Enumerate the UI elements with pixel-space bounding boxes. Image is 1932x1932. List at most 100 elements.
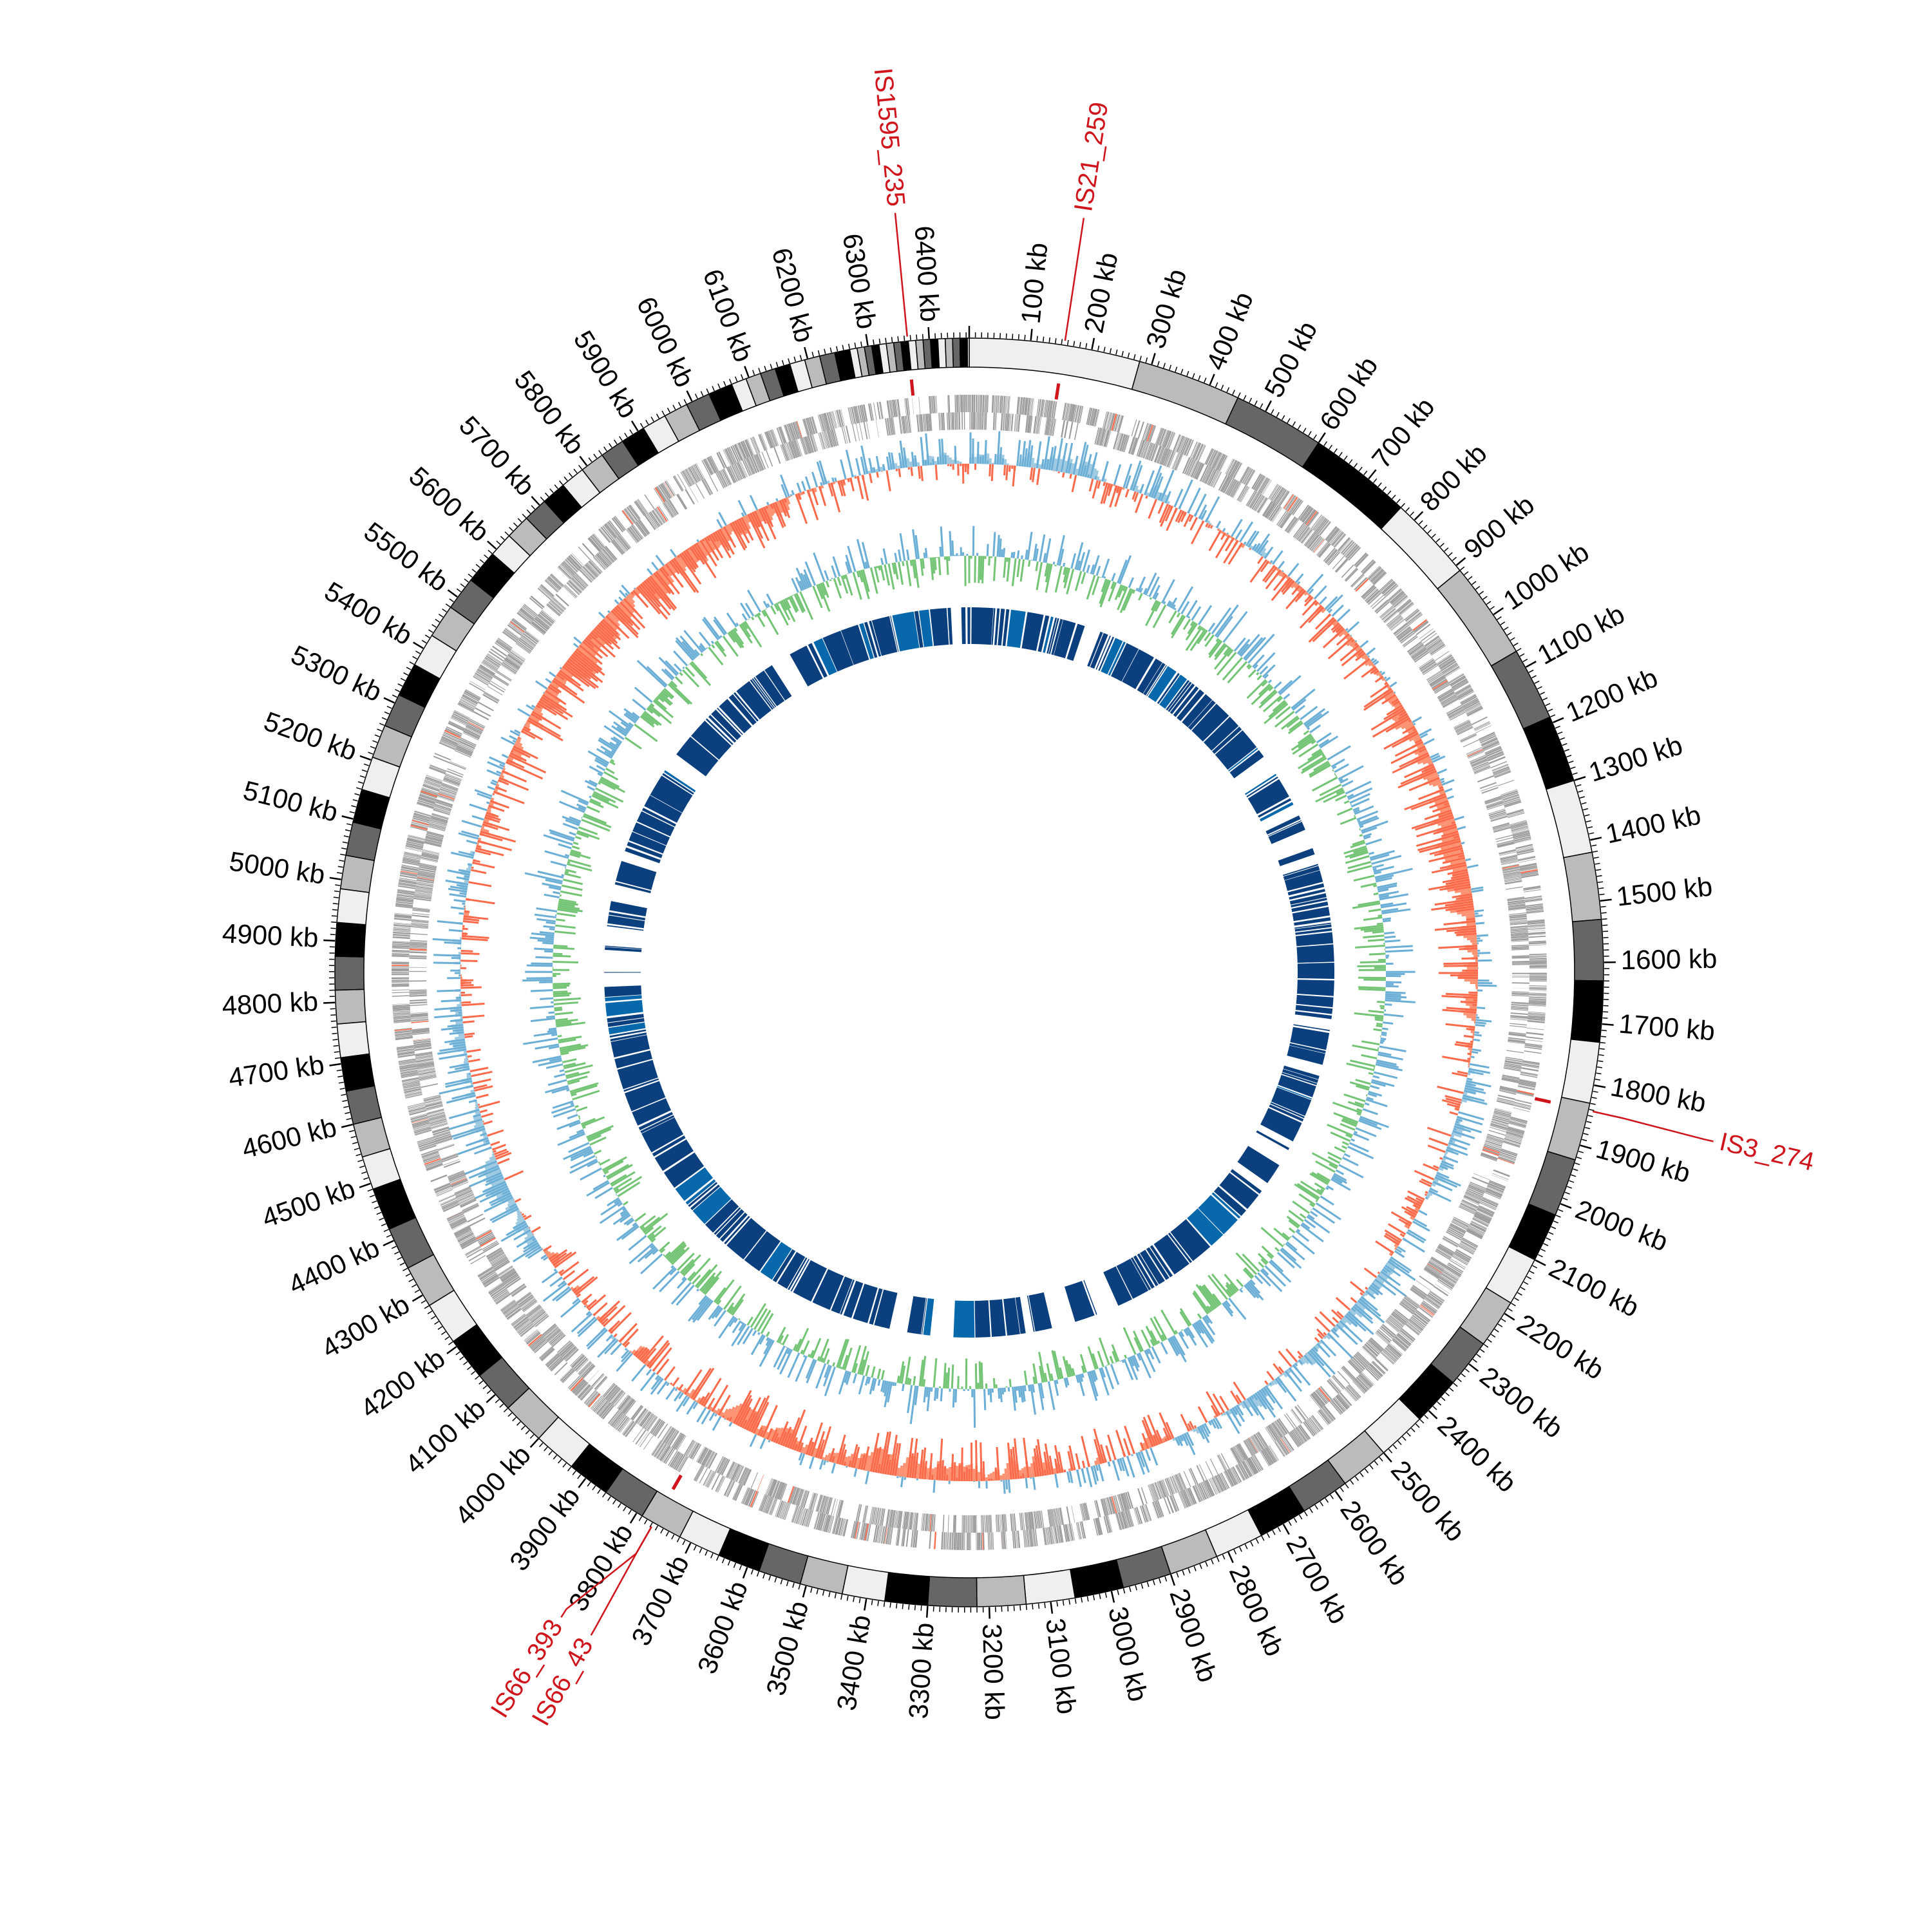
gc-skew-area: [1262, 552, 1267, 558]
gene-forward: [1334, 533, 1346, 548]
gene-forward: [1490, 761, 1508, 768]
gc-skew-bar: [1377, 1274, 1407, 1298]
gc-skew-area: [1472, 1033, 1475, 1036]
gc-skew-bar: [1142, 1416, 1157, 1446]
gc-skew-bar: [726, 1417, 730, 1421]
gc-skew-bar: [1463, 1094, 1485, 1102]
gene-forward: [1515, 844, 1533, 849]
gc-content-bar: [1341, 1145, 1348, 1150]
gc-content-bar: [1374, 1018, 1383, 1021]
gene-forward: [1323, 1406, 1335, 1421]
gc-skew-bar: [818, 486, 827, 506]
gc-content-bar: [1039, 1383, 1045, 1399]
gc-content-bar: [822, 1365, 833, 1387]
gc-skew-bar: [1442, 1009, 1477, 1014]
gc-skew-area: [1451, 1132, 1462, 1138]
gc-content-bar: [741, 623, 752, 638]
block-segment: [1256, 1130, 1290, 1150]
gc-skew-bar: [477, 840, 512, 851]
gc-skew-bar: [1456, 907, 1475, 913]
gc-content-bar: [614, 1188, 620, 1192]
gc-skew-bar: [1350, 634, 1352, 637]
gc-skew-bar: [783, 498, 787, 503]
gc-content-bar: [1150, 600, 1158, 611]
gc-skew-area: [459, 1001, 462, 1005]
gc-skew-bar: [1208, 1421, 1213, 1426]
gc-content-bar: [626, 1218, 635, 1226]
gc-content-bar: [1145, 1325, 1157, 1346]
gene-forward: [1452, 1255, 1468, 1265]
gene-forward: [1211, 451, 1220, 468]
gene-forward: [1339, 1392, 1352, 1406]
block-segment: [1278, 1074, 1316, 1097]
gc-content-bar: [902, 561, 905, 567]
gc-content-bar: [1091, 1370, 1097, 1382]
gene-forward: [1438, 656, 1454, 667]
gene-forward: [1260, 478, 1271, 495]
gc-skew-area: [1467, 949, 1478, 952]
gc-content-bar: [1299, 1213, 1307, 1219]
gc-skew-bar: [1251, 544, 1258, 551]
gc-content-bar: [957, 1376, 960, 1389]
gc-skew-area: [485, 1169, 502, 1178]
gene-forward: [1213, 452, 1222, 469]
gene-forward: [1009, 396, 1010, 414]
gene-forward: [1529, 989, 1547, 990]
gc-skew-bar: [1079, 444, 1089, 477]
gc-skew-area: [934, 460, 938, 465]
block-segment: [1229, 750, 1264, 779]
gc-content-bar: [609, 741, 620, 749]
gc-skew-area: [985, 1477, 988, 1481]
gc-content-bar: [1334, 1146, 1346, 1153]
gc-content-bar: [1320, 1195, 1334, 1206]
gc-content-bar: [1341, 1119, 1357, 1128]
gc-content-bar: [740, 1321, 743, 1324]
gc-skew-area: [515, 741, 523, 746]
gc-skew-area: [785, 497, 791, 505]
gc-skew-bar: [489, 756, 506, 766]
gc-skew-bar: [1431, 903, 1474, 911]
gc-content-bar: [551, 1086, 569, 1094]
gc-skew-bar: [542, 694, 567, 712]
gc-skew-bar: [1394, 691, 1396, 694]
gc-skew-area: [651, 574, 668, 594]
gene-forward: [1492, 765, 1509, 772]
gc-content-bar: [1300, 757, 1327, 774]
gene-forward: [1439, 1276, 1455, 1287]
gc-skew-area: [1426, 1194, 1431, 1198]
gc-skew-bar: [838, 1443, 846, 1465]
gc-content-bar: [735, 622, 739, 627]
gc-content-bar: [607, 1197, 620, 1207]
gc-content-bar: [1185, 623, 1198, 641]
gc-skew-area: [516, 1213, 523, 1219]
gc-skew-area: [611, 1336, 615, 1340]
gene-forward: [1368, 567, 1382, 581]
gene-forward: [1361, 559, 1374, 573]
gc-skew-area: [609, 611, 620, 623]
gc-content-bar: [852, 1373, 858, 1384]
gc-content-bar: [723, 1285, 742, 1310]
gene-forward: [1329, 529, 1341, 544]
gene-forward: [1334, 534, 1347, 548]
gc-content-bar: [862, 569, 870, 592]
gene-forward: [1318, 1410, 1331, 1425]
gc-skew-bar: [1445, 992, 1478, 996]
gc-skew-bar: [477, 1103, 480, 1106]
gc-skew-bar: [1363, 1267, 1378, 1278]
gc-skew-area: [933, 1467, 937, 1481]
gene-forward: [1065, 403, 1068, 421]
gene-forward: [1198, 445, 1206, 462]
gc-skew-bar: [798, 1452, 803, 1461]
gc-content-bar: [1109, 1356, 1114, 1364]
gc-content-bar: [951, 540, 954, 556]
gc-content-bar: [549, 829, 575, 840]
block-segment: [1260, 802, 1294, 822]
gc-skew-bar: [603, 1339, 619, 1355]
gene-forward: [1292, 500, 1303, 516]
gene-forward: [1397, 600, 1412, 612]
block-segment: [692, 1186, 732, 1224]
gc-skew-bar: [741, 516, 754, 541]
gc-skew-bar: [711, 1385, 729, 1412]
gc-skew-area: [1318, 603, 1321, 606]
gc-content-bar: [1349, 851, 1368, 859]
